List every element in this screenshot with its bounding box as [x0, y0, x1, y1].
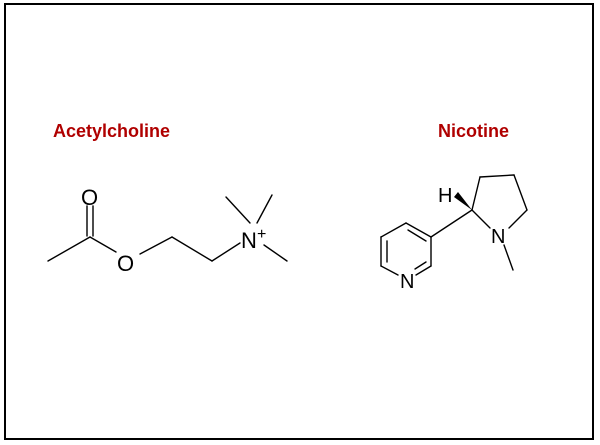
bond-n-methyl-2 [256, 194, 273, 224]
nicotine-structure [380, 174, 528, 276]
pyrrolidine-bond-2 [479, 174, 515, 178]
bond-ch2-nitrogen [211, 242, 241, 262]
pyridine-bond-3 [415, 265, 432, 276]
bond-carbonyl-ester [89, 236, 117, 253]
positive-charge-label: + [257, 226, 266, 243]
acetylcholine-title: Acetylcholine [53, 121, 171, 141]
pyridine-bond-1 [405, 222, 432, 238]
pyridine-pyrrolidine-bond [430, 209, 473, 238]
bond-ester-ch2 [139, 236, 173, 255]
pyridine-bond-4 [380, 265, 399, 276]
carbonyl-oxygen-label: O [81, 185, 98, 210]
pyrrolidine-nitrogen-label: N [491, 226, 505, 248]
pyridine-nitrogen-label: N [400, 271, 414, 293]
pyrrolidine-bond-4 [508, 209, 528, 229]
pyridine-double-2 [414, 261, 427, 270]
ammonium-nitrogen-label: N [241, 228, 257, 253]
n-methyl-bond [503, 244, 514, 271]
pyridine-double-1 [407, 229, 427, 242]
bond-ch2-ch2 [171, 236, 213, 262]
ester-oxygen-label: O [117, 251, 134, 276]
bond-methyl-carbonyl [47, 236, 91, 262]
pyrrolidine-bond-1 [471, 176, 481, 211]
pyridine-bond-6 [380, 222, 407, 238]
figure-frame [4, 3, 594, 440]
bond-n-methyl-3 [263, 244, 288, 262]
nicotine-title: Nicotine [438, 121, 510, 141]
hydrogen-label: H [438, 185, 452, 207]
pyrrolidine-bond-5 [471, 209, 491, 229]
pyrrolidine-bond-3 [513, 174, 528, 211]
acetylcholine-structure [47, 194, 288, 262]
bond-n-methyl-1 [225, 196, 251, 224]
stereo-wedge-bond [454, 192, 472, 210]
